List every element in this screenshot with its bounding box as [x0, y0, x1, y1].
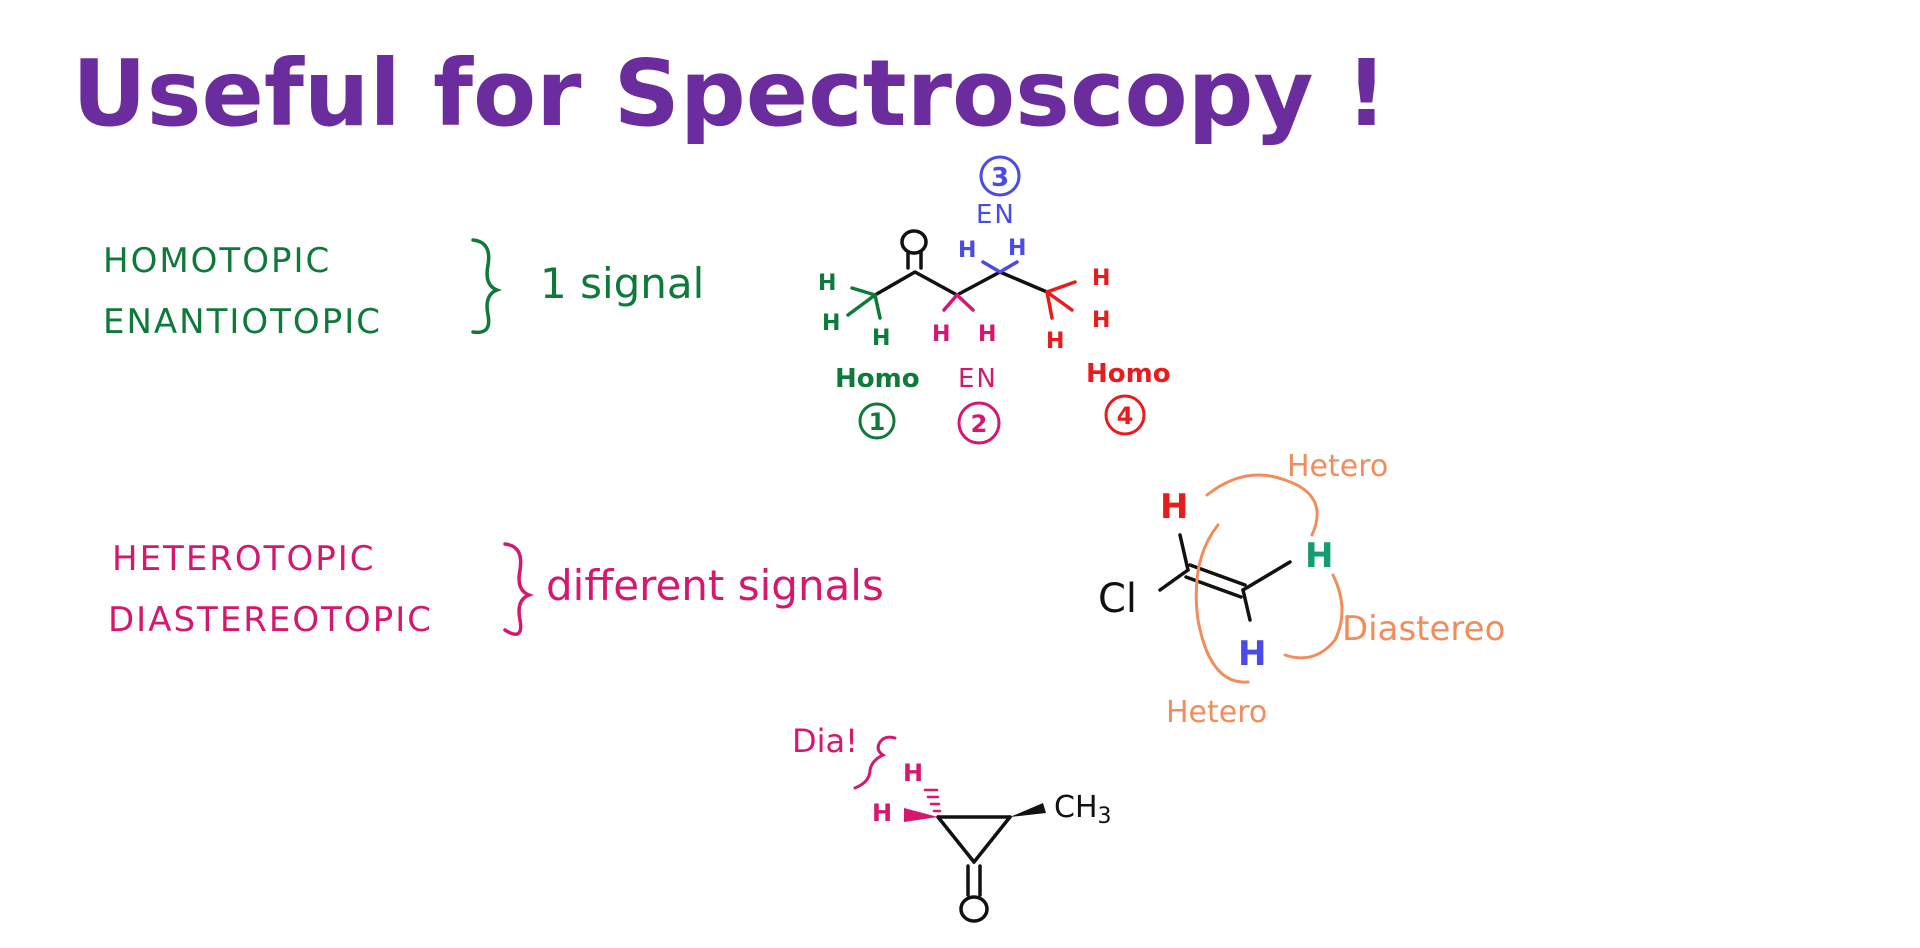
- h-green-3: H: [872, 326, 890, 351]
- h-blue-2: H: [1008, 236, 1026, 261]
- h-green-2: H: [822, 311, 840, 336]
- result-different-signals: different signals: [546, 561, 884, 610]
- cyclopropanone-ring: [936, 815, 1012, 897]
- h-magenta-2: H: [978, 322, 996, 347]
- h-green-1: H: [818, 271, 836, 296]
- hash-bond-h: [923, 788, 942, 813]
- page-title: Useful for Spectroscopy !: [72, 40, 1388, 147]
- cyclopropanone-oxygen: [959, 895, 989, 923]
- brace-group2: [503, 542, 534, 636]
- cp-ch3: CH3: [1054, 790, 1112, 829]
- brace-group1: [471, 238, 502, 335]
- h-red-3: H: [1046, 329, 1064, 354]
- cp-h-hash: H: [903, 759, 923, 787]
- label-homo-left: Homo: [835, 364, 920, 394]
- term-homotopic: HOMOTOPIC: [103, 241, 331, 281]
- number-4: 4: [1117, 402, 1134, 430]
- brace-dia: [853, 735, 897, 790]
- number-1: 1: [869, 408, 886, 436]
- vinyl-h-blue: H: [1238, 634, 1266, 674]
- number-4-circle: [1104, 394, 1146, 436]
- label-hetero-bottom: Hetero: [1166, 695, 1267, 730]
- cp-ch3-main: CH: [1054, 790, 1098, 825]
- vinyl-h-teal: H: [1305, 536, 1333, 576]
- label-hetero-top: Hetero: [1287, 449, 1388, 484]
- number-3: 3: [991, 163, 1009, 193]
- vinyl-bonds: [1158, 533, 1292, 622]
- h-red-2: H: [1092, 308, 1110, 333]
- label-en-top: EN: [976, 200, 1016, 230]
- term-diastereotopic: DIASTEREOTOPIC: [108, 600, 433, 640]
- vinyl-cl: Cl: [1098, 576, 1137, 622]
- term-enantiotopic: ENANTIOTOPIC: [103, 302, 382, 342]
- methyl-right-bonds: [1045, 280, 1077, 320]
- result-one-signal: 1 signal: [540, 259, 704, 308]
- butanone-oxygen: [900, 229, 928, 255]
- term-heterotopic: HETEROTOPIC: [112, 539, 376, 579]
- label-homo-right: Homo: [1086, 359, 1171, 389]
- number-3-circle: [979, 155, 1021, 197]
- number-2-circle: [957, 401, 1001, 445]
- h-red-1: H: [1092, 266, 1110, 291]
- wedge-ch3: [1010, 803, 1046, 817]
- label-en-bottom: EN: [958, 364, 998, 394]
- cp-ch3-sub: 3: [1098, 804, 1112, 829]
- vinyl-h-red: H: [1160, 487, 1188, 527]
- h-blue-1: H: [958, 238, 976, 263]
- label-diastereo: Diastereo: [1342, 609, 1505, 649]
- h-magenta-1: H: [932, 322, 950, 347]
- cp-h-magenta: H: [872, 799, 892, 827]
- ch2-top-bonds: [981, 260, 1019, 274]
- label-dia: Dia!: [792, 722, 858, 760]
- number-1-circle: [858, 402, 896, 440]
- number-2: 2: [971, 410, 988, 438]
- methyl-left-bonds: [846, 286, 882, 320]
- wedge-h-magenta: [904, 808, 938, 822]
- vinyl-relationship-arcs: [1194, 473, 1344, 684]
- ch2-bottom-bonds: [942, 293, 975, 312]
